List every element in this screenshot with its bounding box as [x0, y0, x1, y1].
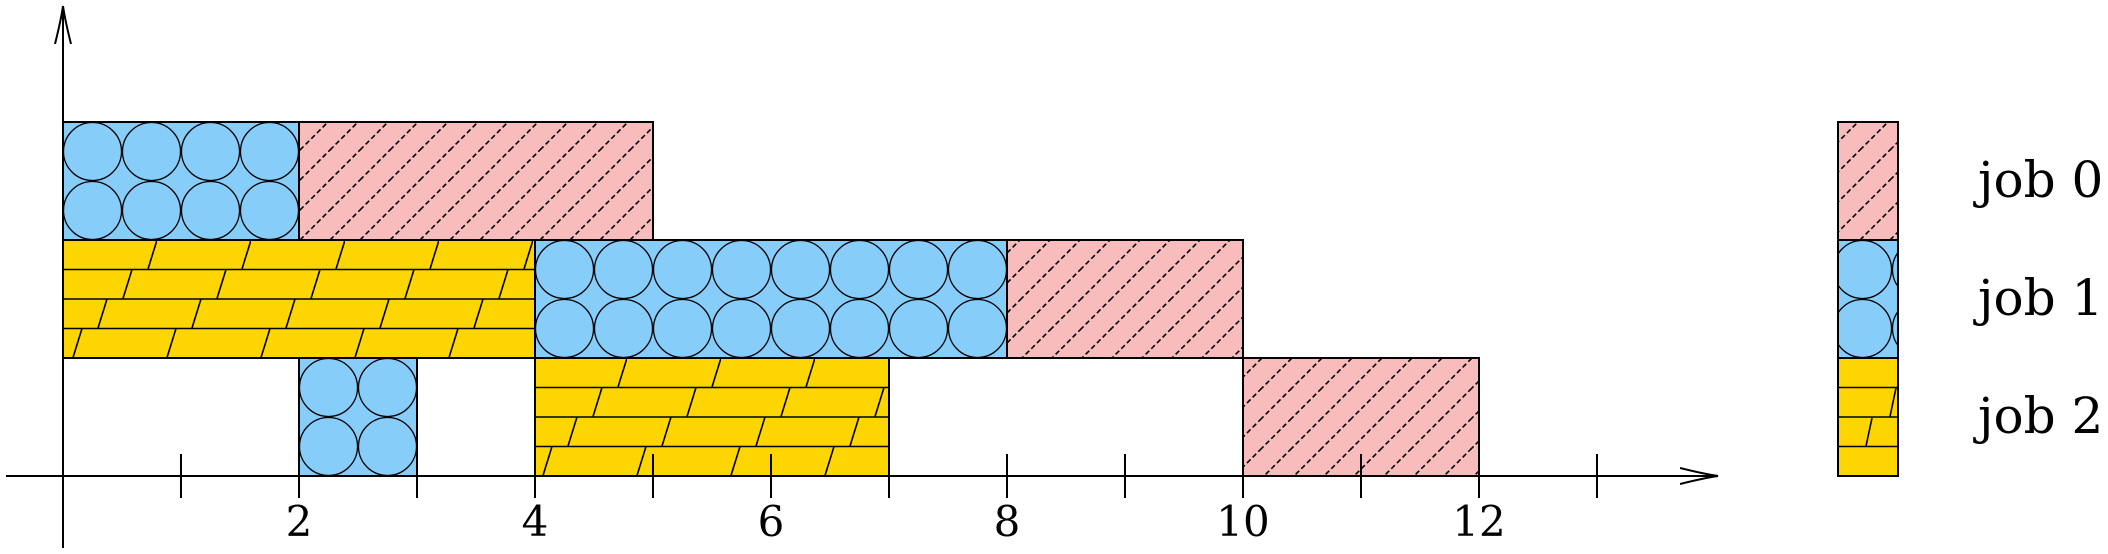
legend-swatch-job-0 — [1837, 121, 1899, 241]
x-tick-label: 2 — [286, 497, 313, 546]
x-tick-label: 10 — [1216, 497, 1269, 546]
legend-swatch-job-1 — [1837, 239, 1899, 359]
task-bar-job1-0-2 — [62, 121, 300, 241]
x-tick-label: 4 — [522, 497, 549, 546]
x-tick-label: 8 — [994, 497, 1021, 546]
x-tick-label: 12 — [1452, 497, 1505, 546]
legend-label-job-1: job 1 — [1973, 269, 2103, 327]
legend-swatch-job-2 — [1837, 357, 1899, 477]
x-tick-label: 6 — [758, 497, 785, 546]
task-bar-job1-2-3 — [298, 357, 418, 477]
task-bar-job0-8-10 — [1006, 239, 1244, 359]
x-tick-labels: 2 4 6 8 10 12 — [286, 497, 1506, 546]
task-bar-job2-0-4 — [62, 239, 536, 359]
axes — [6, 6, 1718, 548]
task-bar-job1-4-8 — [534, 239, 1008, 359]
x-ticks — [180, 454, 1598, 498]
task-bars — [62, 121, 1480, 477]
legend-label-job-2: job 2 — [1973, 387, 2103, 445]
task-bar-job2-4-7 — [534, 357, 890, 477]
legend: job 0 job 1 job 2 — [1837, 121, 2103, 477]
legend-label-job-0: job 0 — [1973, 151, 2103, 209]
task-bar-job0-2-5 — [298, 121, 654, 241]
